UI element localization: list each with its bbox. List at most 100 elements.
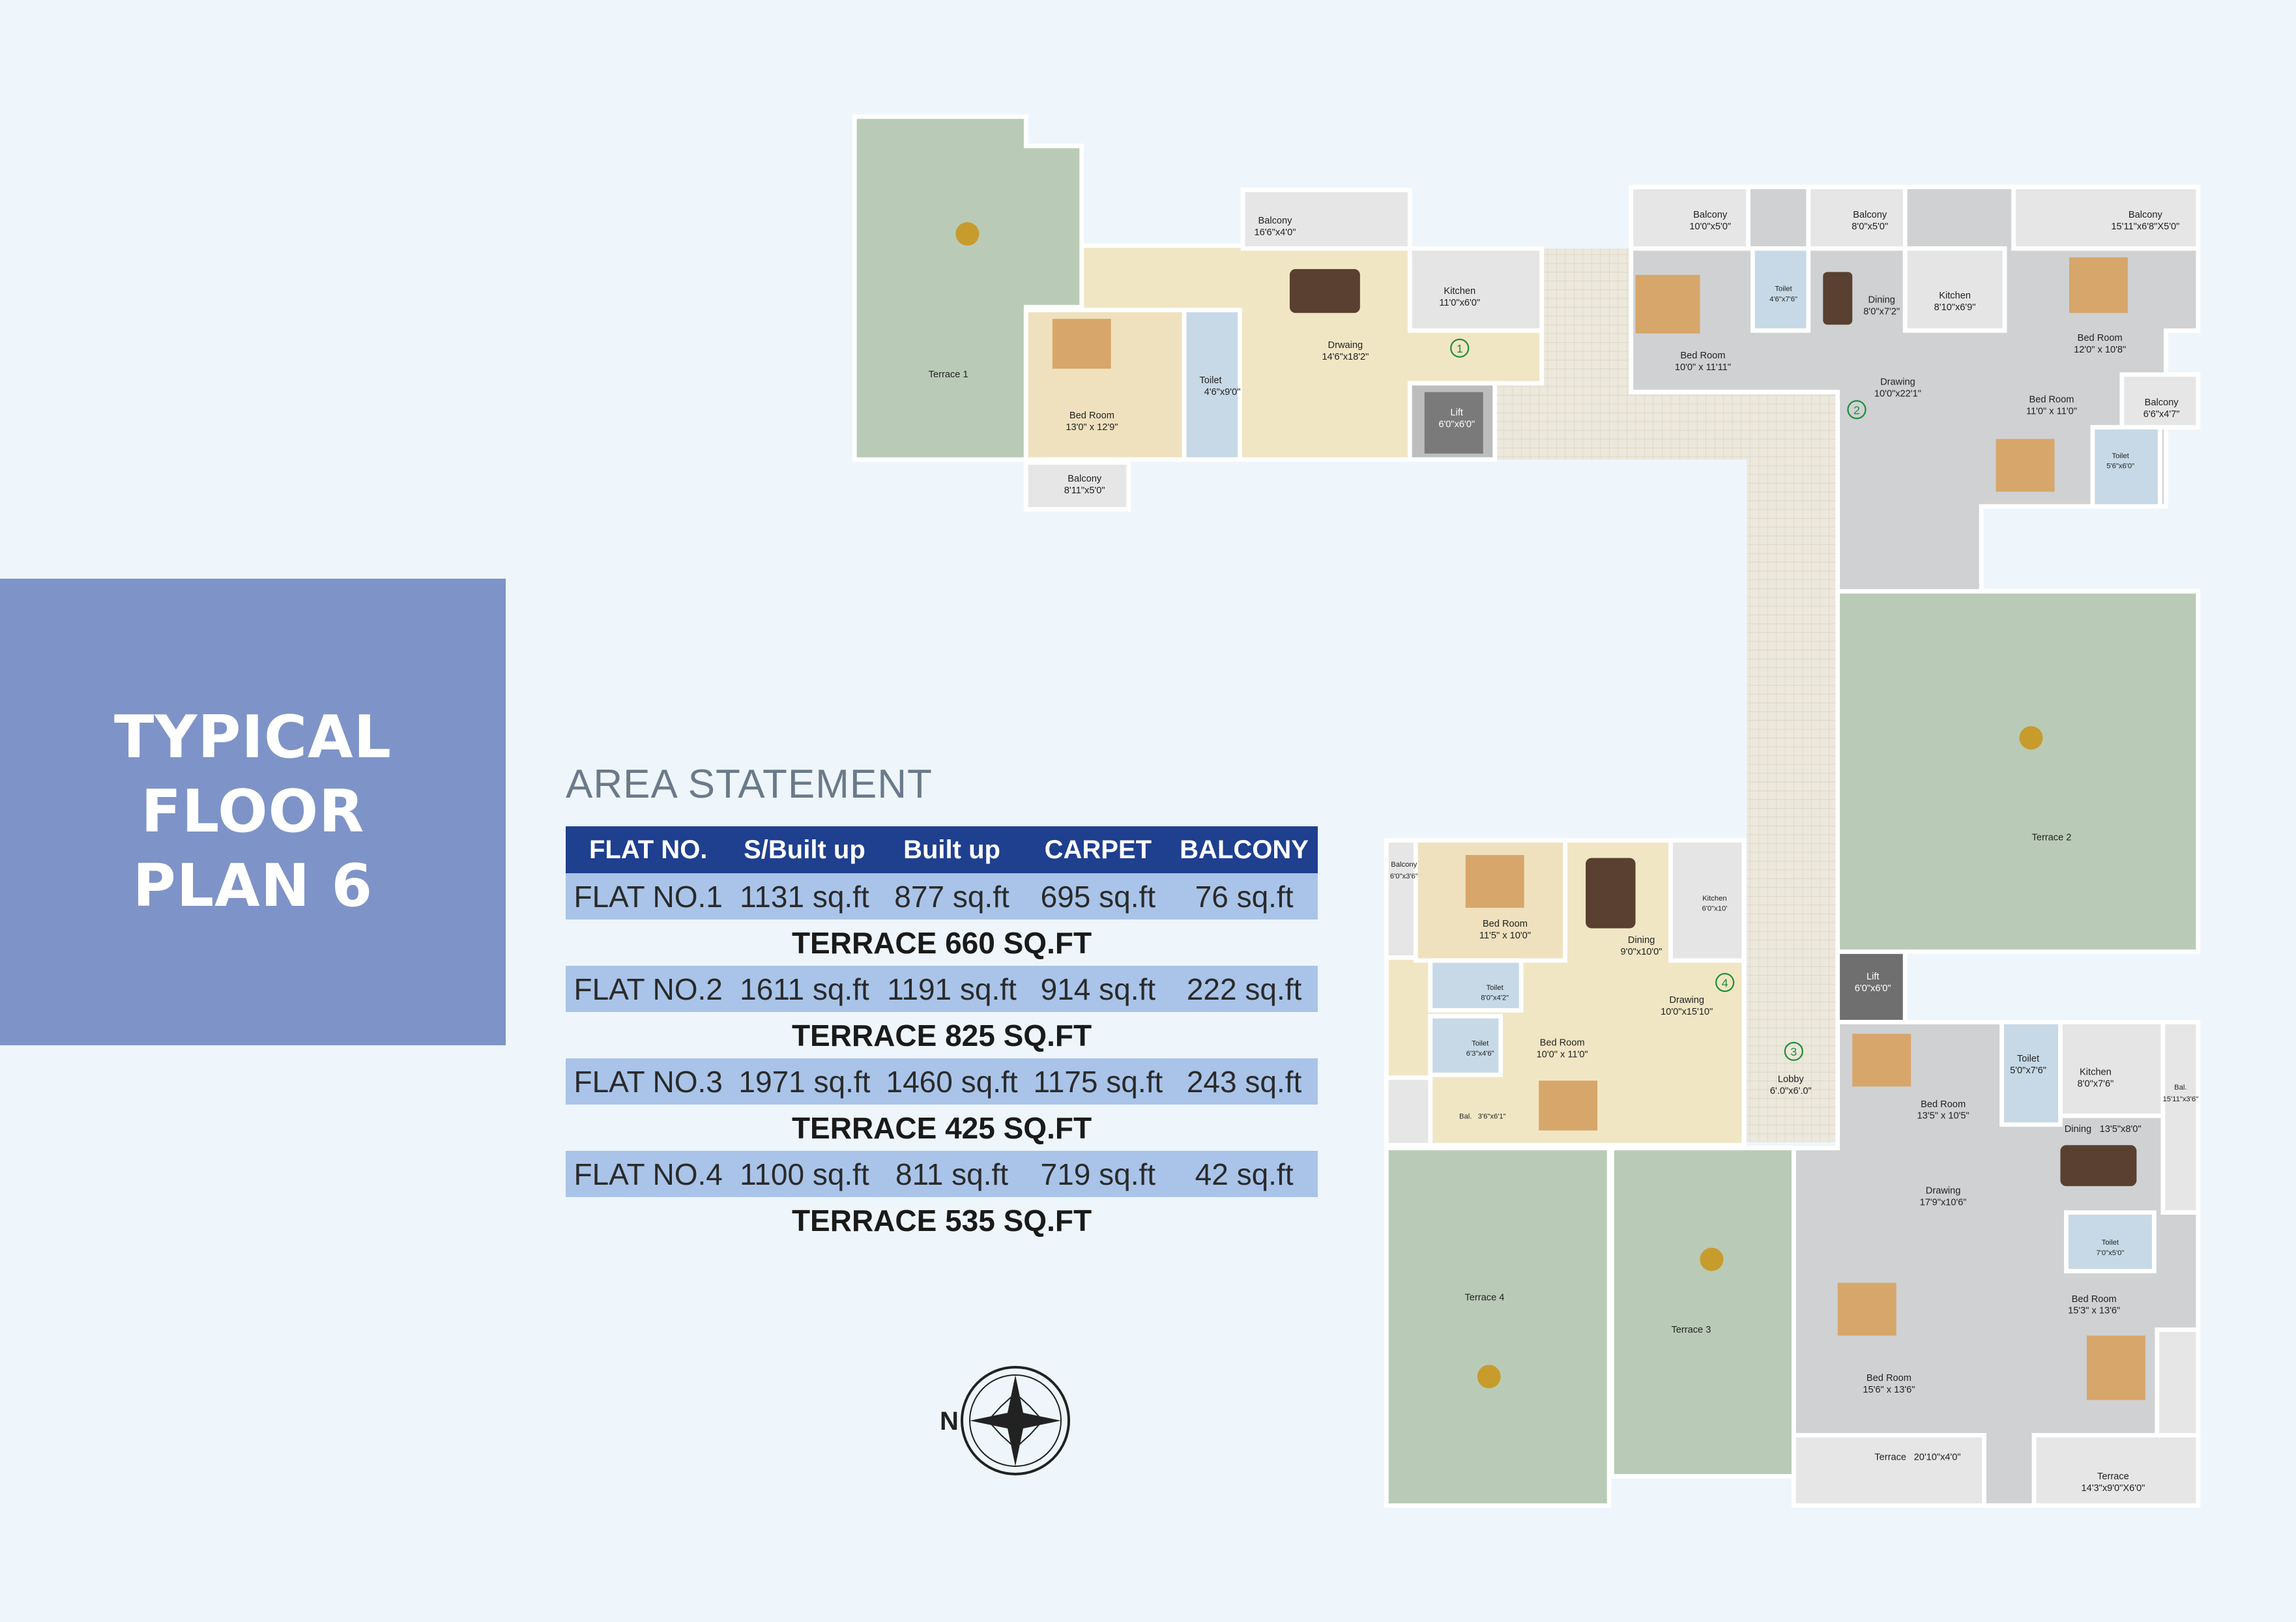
carpet-cell: 914 sq.ft [1025,966,1171,1012]
room-label: Lobby [1778,1075,1805,1085]
flat-cell: FLAT NO.1 [566,873,731,920]
table-row: FLAT NO.3 1971 sq.ft 1460 sq.ft 1175 sq.… [566,1058,1318,1105]
balcony-cell: 243 sq.ft [1170,1058,1318,1105]
balcony-cell: 42 sq.ft [1170,1151,1318,1197]
room-size: 5'0"x7'6" [2010,1065,2046,1076]
terrace-cell: TERRACE 425 SQ.FT [566,1105,1318,1151]
room-label: Drawing [1669,995,1704,1006]
room-size: 15'11"x3'6" [2163,1095,2199,1103]
room-label: Terrace 4 [1464,1293,1504,1303]
balcony-cell: 222 sq.ft [1170,966,1318,1012]
room-size: 10'0" x 11'0" [1537,1049,1588,1060]
room-label: Balcony [1391,861,1417,869]
title-line: PLAN 6 [132,852,373,920]
room-label: Balcony [2145,398,2179,408]
room-size: 6'3"x4'6" [1466,1050,1494,1058]
room-label: Kitchen [1444,286,1475,297]
room-label: Terrace [1874,1453,1906,1463]
room-size: 17'9"x10'6" [1920,1197,1967,1208]
room-label: Toilet [2017,1054,2039,1064]
room-label: Balcony [1258,216,1292,226]
room-size: 12'0" x 10'8" [2074,345,2126,355]
room-size: 3'6"x6'1" [1478,1113,1506,1121]
room-size: 11'5" x 10'0" [1479,931,1531,941]
flat-markers: 1 2 3 4 [1450,338,1867,1061]
built-up-cell: 1460 sq.ft [878,1058,1026,1105]
room-label: Kitchen [2080,1067,2112,1077]
terrace-row: TERRACE 825 SQ.FT [566,1012,1318,1058]
terrace-cell: TERRACE 660 SQ.FT [566,920,1318,966]
room-label: Lift [1450,408,1463,418]
room-label: Bal. [2174,1084,2187,1092]
terrace-area [1384,1146,1612,1508]
room-size: 16'6"x4'0" [1255,227,1296,238]
room-label: Terrace [2097,1471,2129,1482]
area-statement-table: FLAT NO. S/Built up Built up CARPET BALC… [566,826,1318,1243]
flat-cell: FLAT NO.3 [566,1058,731,1105]
room-size: 13'5" x 10'5" [1917,1111,1969,1122]
room-label: Terrace 3 [1671,1325,1711,1335]
room-labels: Terrace 1 Balcony 16'6"x4'0" Kitchen 11'… [929,210,2198,1494]
room-size: 5'6"x6'0" [2106,463,2134,471]
room-label: Balcony [2129,210,2163,220]
flat-cell: FLAT NO.2 [566,966,731,1012]
s-built-up-cell: 1971 sq.ft [731,1058,879,1105]
room-size: 6'6"x4'7" [2143,409,2180,420]
room-size: 6'0"x6'0" [1438,420,1475,430]
floor-plan: Terrace 1 Balcony 16'6"x4'0" Kitchen 11'… [852,114,2201,1508]
room-size: 8'0"x7'2" [1863,307,1900,317]
flat-cell: FLAT NO.4 [566,1151,731,1197]
area-statement-heading: AREA STATEMENT [566,762,933,807]
room-label: Bed Room [2029,394,2074,405]
s-built-up-cell: 1100 sq.ft [731,1151,879,1197]
room-label: Dining [2065,1124,2091,1135]
room-label: Drwaing [1328,340,1363,351]
flat-marker: 2 [1853,403,1860,416]
compass-north-label: N [940,1407,959,1436]
room-size: 10'0"x15'10" [1661,1007,1713,1017]
room-label: Bal. [1459,1113,1472,1121]
title-line: TYPICAL [113,703,392,772]
room-label: Bed Room [1069,411,1114,421]
room-size: 8'0"x7'6" [2078,1079,2114,1089]
column-header: FLAT NO. [566,826,731,873]
room-label: Dining [1628,935,1655,946]
s-built-up-cell: 1611 sq.ft [731,966,879,1012]
room-label: Bed Room [1540,1037,1585,1048]
room-size: 13'5"x8'0" [2100,1124,2142,1135]
room-size: 6'0"x3'6" [1390,873,1418,880]
room-size: 20'10"x4'0" [1914,1453,1961,1463]
room-label: Bed Room [2072,1294,2117,1305]
terrace-area [1835,589,2201,954]
room-size: 10'0"x22'1" [1874,388,1921,399]
table-row: FLAT NO.4 1100 sq.ft 811 sq.ft 719 sq.ft… [566,1151,1318,1197]
room-size: 15'3" x 13'6" [2068,1306,2120,1316]
flat-2 [1629,184,2201,954]
room-label: Terrace 1 [929,369,968,380]
room-size: 8'0"x4'2" [1481,994,1509,1002]
column-header: CARPET [1025,826,1171,873]
balcony-cell: 76 sq.ft [1170,873,1318,920]
room-size: 10'0" x 11'11" [1675,362,1731,373]
room-size: 8'0"x5'0" [1852,222,1888,232]
room-label: Bed Room [2078,333,2123,343]
terrace-row: TERRACE 660 SQ.FT [566,920,1318,966]
room-label: Drawing [1880,377,1915,387]
room-size: 15'6" x 13'6" [1863,1385,1915,1395]
room-size: 11'0"x6'0" [1439,298,1480,308]
room-label: Dining [1868,295,1895,306]
terrace-cell: TERRACE 535 SQ.FT [566,1197,1318,1243]
title-line: FLOOR [141,777,365,846]
room-size: 13'0" x 12'9" [1066,422,1118,433]
built-up-cell: 811 sq.ft [878,1151,1026,1197]
room-size: 15'11"x6'8"X5'0" [2111,222,2179,232]
room-size: 6'.0"x6'.0" [1770,1086,1812,1097]
terrace-area [1610,1146,1796,1479]
room-label: Toilet [1199,375,1221,386]
room-size: 8'11"x5'0" [1064,485,1105,496]
flat-marker: 1 [1457,342,1463,355]
terrace-row: TERRACE 535 SQ.FT [566,1197,1318,1243]
corridor [1747,380,1838,1142]
room-label: Lift [1867,972,1880,982]
column-header: S/Built up [731,826,879,873]
